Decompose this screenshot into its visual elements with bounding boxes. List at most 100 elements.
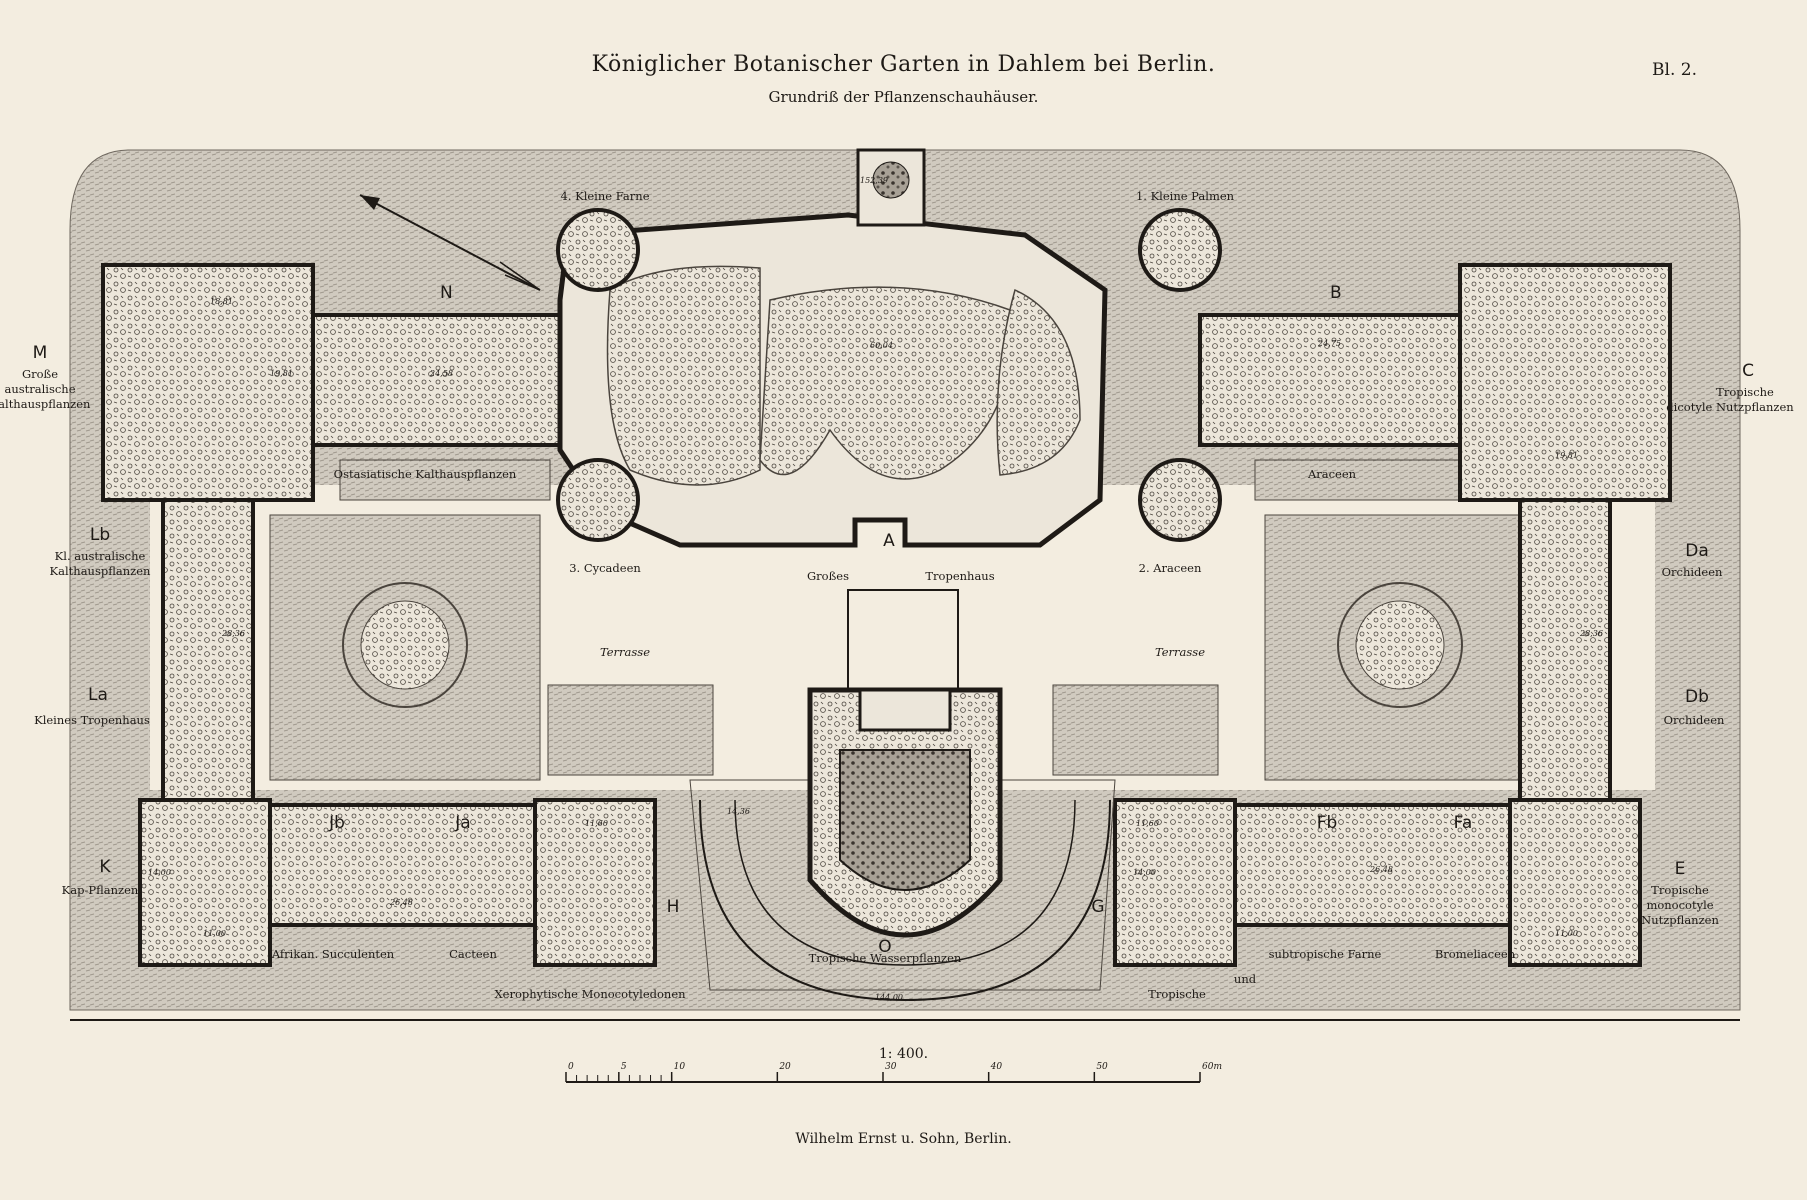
label-La-line1: Kleines Tropenhaus xyxy=(34,713,150,727)
house-J xyxy=(268,803,537,927)
label-B: B xyxy=(1330,283,1342,303)
dimension-d5: 19,81 xyxy=(1555,451,1578,460)
label-Da-line1: Orchideen xyxy=(1662,565,1723,579)
label-E-line2: monocotyle xyxy=(1646,898,1713,912)
house-K xyxy=(138,798,272,967)
label-xerophytische: Xerophytische Monocotyledonen xyxy=(494,987,686,1001)
label-terrasse-left: Terrasse xyxy=(600,645,650,659)
label-tropenhaus: Tropenhaus xyxy=(925,569,994,583)
label-Lb-line1: Kl. australische xyxy=(55,549,146,563)
label-K-line1: Kap-Pflanzen xyxy=(62,883,139,897)
scale-tick-label: 30 xyxy=(885,1062,897,1072)
label-Fa: Fa xyxy=(1454,813,1473,833)
label-tropische: Tropische xyxy=(1148,987,1206,1001)
label-cacteen: Cacteen xyxy=(449,947,497,961)
dimension-d17: 11,00 xyxy=(1555,929,1578,938)
label-und: und xyxy=(1234,972,1257,986)
label-Lb: Lb xyxy=(90,525,110,545)
label-M-line3: Kalthauspflanzen xyxy=(0,397,91,411)
dimension-d7: 152,39 xyxy=(860,176,888,185)
label-E-line3: Nutzpflanzen xyxy=(1641,913,1719,927)
label-N: N xyxy=(440,283,453,303)
label-Jb: Jb xyxy=(328,813,345,833)
label-H: H xyxy=(667,897,680,917)
label-grosses: Großes xyxy=(807,569,849,583)
label-subtropische-farne: subtropische Farne xyxy=(1269,947,1382,961)
great-tropical-house xyxy=(556,148,1222,548)
label-terrasse-right: Terrasse xyxy=(1155,645,1205,659)
dimension-d14: 26,48 xyxy=(1369,865,1393,874)
dimension-d19: 14,36 xyxy=(727,807,750,816)
scale-tick-label: 40 xyxy=(990,1062,1003,1072)
dimension-d16: 11,00 xyxy=(203,929,226,938)
label-Fb: Fb xyxy=(1317,813,1338,833)
dimension-d4: 24,75 xyxy=(1317,339,1341,348)
label-E-line1: Tropische xyxy=(1651,883,1709,897)
house-G xyxy=(1113,798,1237,967)
dimension-d3: 19,81 xyxy=(270,369,293,378)
house-N xyxy=(311,313,580,447)
label-afrikan-succulenten: Afrikan. Succulenten xyxy=(271,947,395,961)
scale-bar: 0 5 10 20 30 40 50 60m xyxy=(565,1062,1222,1083)
house-L xyxy=(161,498,255,802)
dimension-d13: 26,48 xyxy=(389,898,413,907)
label-araceen: Araceen xyxy=(1307,467,1357,481)
label-tropische-wasserpflanzen: Tropische Wasserpflanzen xyxy=(809,951,962,965)
building-walls xyxy=(101,263,1672,967)
dimension-d11: 11,60 xyxy=(1136,819,1159,828)
dimension-d12: 14,00 xyxy=(148,868,171,877)
house-M xyxy=(101,263,315,502)
label-Ja: Ja xyxy=(454,813,470,833)
label-araceen-2: 2. Araceen xyxy=(1139,561,1202,575)
label-C: C xyxy=(1742,361,1754,381)
scale-tick-label: 60m xyxy=(1202,1062,1222,1072)
dimension-d9: 28,36 xyxy=(1579,629,1603,638)
house-B xyxy=(1198,313,1472,447)
scale-tick-label: 5 xyxy=(621,1062,627,1072)
dimension-d1: 18,81 xyxy=(210,297,233,306)
map-title: Königlicher Botanischer Garten in Dahlem… xyxy=(591,52,1216,77)
label-E: E xyxy=(1675,859,1686,879)
dimension-d2: 24,58 xyxy=(429,369,453,378)
scale-tick-label: 20 xyxy=(778,1062,791,1072)
north-arrow-icon xyxy=(359,194,541,291)
label-kleine-palmen: 1. Kleine Palmen xyxy=(1136,189,1235,203)
label-kleine-farne: 4. Kleine Farne xyxy=(560,189,649,203)
dimension-d15: 14,00 xyxy=(1133,868,1156,877)
label-Db: Db xyxy=(1685,687,1709,707)
label-bromeliaceen: Bromeliaceen xyxy=(1435,947,1516,961)
label-C-line1: Tropische xyxy=(1716,385,1774,399)
label-M-line1: Große xyxy=(22,367,58,381)
label-A: A xyxy=(883,531,895,551)
house-C xyxy=(1458,263,1672,502)
sheet-number: Bl. 2. xyxy=(1652,60,1697,80)
label-M: M xyxy=(33,343,48,363)
house-D xyxy=(1518,498,1612,802)
label-M-line2: australische xyxy=(4,382,75,396)
scale-tick-label: 50 xyxy=(1096,1062,1108,1072)
scale-tick-label: 10 xyxy=(674,1062,686,1072)
label-G: G xyxy=(1091,897,1104,917)
dimension-d8: 28,36 xyxy=(221,629,245,638)
label-cycadeen: 3. Cycadeen xyxy=(569,561,641,575)
dimension-d6: 60,04 xyxy=(870,341,893,350)
label-Db-line1: Orchideen xyxy=(1664,713,1725,727)
scale-label: 1: 400. xyxy=(878,1046,929,1062)
water-plant-house xyxy=(689,589,1116,1002)
house-H xyxy=(533,798,657,967)
house-E xyxy=(1508,798,1642,967)
map-subtitle: Grundriß der Pflanzenschauhäuser. xyxy=(768,88,1039,106)
label-C-line2: dicotyle Nutzpflanzen xyxy=(1666,400,1794,414)
publisher-credit: Wilhelm Ernst u. Sohn, Berlin. xyxy=(795,1131,1012,1147)
label-Lb-line2: Kalthauspflanzen xyxy=(50,564,151,578)
scale-tick-label: 0 xyxy=(568,1062,574,1072)
label-K: K xyxy=(99,857,111,877)
dimension-d18: 144,00 xyxy=(875,993,903,1002)
label-La: La xyxy=(88,685,108,705)
label-Da: Da xyxy=(1685,541,1709,561)
label-ostasiatische: Ostasiatische Kalthauspflanzen xyxy=(334,467,517,481)
label-O: O xyxy=(878,937,891,957)
dimension-d10: 11,60 xyxy=(585,819,608,828)
